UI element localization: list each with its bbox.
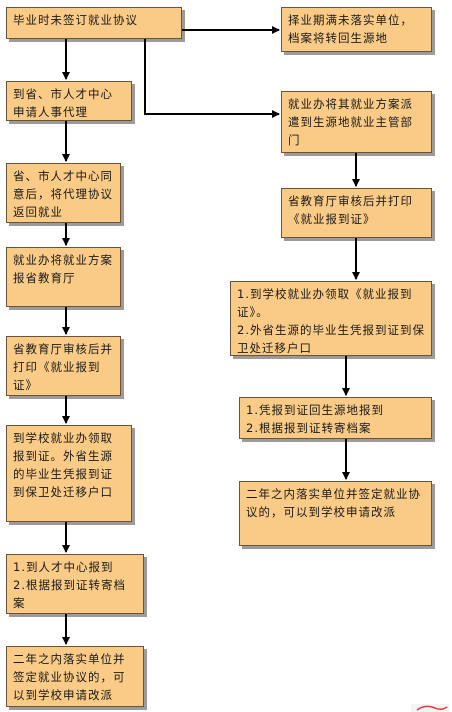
step-text: 1.到人才中心报到 2.根据报到证转寄档案 xyxy=(13,560,126,610)
step-box-reassign-right: 二年之内落实单位并签定就业协议的，可以到学校申请改派 xyxy=(239,481,432,546)
step-text: 1.凭报到证回生源地报到 2.根据报到证转寄档案 xyxy=(246,403,384,435)
watermark-logo xyxy=(411,704,449,712)
step-text: 就业办将就业方案报省教育厅 xyxy=(13,253,113,285)
step-box-unsigned: 毕业时未签订就业协议 xyxy=(6,7,182,39)
step-box-collect-certificate-right: 1.到学校就业办领取《就业报到证》。 2.外省生源的毕业生凭报到证到保卫处迁移户… xyxy=(230,281,432,356)
step-box-deadline-expired: 择业期满未落实单位，档案将转回生源地 xyxy=(281,7,432,52)
step-text: 1.到学校就业办领取《就业报到证》。 2.外省生源的毕业生凭报到证到保卫处迁移户… xyxy=(237,287,425,355)
step-text: 毕业时未签订就业协议 xyxy=(13,13,138,27)
step-box-report-talent-center: 1.到人才中心报到 2.根据报到证转寄档案 xyxy=(6,554,144,614)
step-box-dispatch-origin: 就业办将其就业方案派遣到生源地就业主管部门 xyxy=(281,91,432,153)
step-text: 择业期满未落实单位，档案将转回生源地 xyxy=(288,13,413,45)
step-box-print-certificate-right: 省教育厅审核后并打印《就业报到证》 xyxy=(281,188,432,238)
step-box-print-certificate: 省教育厅审核后并打印《就业报到证》 xyxy=(6,336,121,396)
step-box-agency-approve: 省、市人才中心同意后，将代理协议返回就业 xyxy=(6,163,121,223)
step-box-report-education-dept: 就业办将就业方案报省教育厅 xyxy=(6,247,121,307)
step-box-reassign-left: 二年之内落实单位并签定就业协议的，可以到学校申请改派 xyxy=(6,646,144,707)
arrow-l1-r2 xyxy=(144,39,280,118)
step-text: 二年之内落实单位并签定就业协议的，可以到学校申请改派 xyxy=(246,487,421,519)
step-text: 二年之内落实单位并签定就业协议的，可以到学校申请改派 xyxy=(13,652,126,702)
step-text: 省、市人才中心同意后，将代理协议返回就业 xyxy=(13,169,113,219)
step-text: 到省、市人才中心申请人事代理 xyxy=(13,87,113,119)
step-box-report-origin: 1.凭报到证回生源地报到 2.根据报到证转寄档案 xyxy=(239,397,432,439)
step-text: 省教育厅审核后并打印《就业报到证》 xyxy=(13,342,113,392)
step-text: 到学校就业办领取报到证。外省生源的毕业生凭报到证到保卫处迁移户口 xyxy=(13,431,113,499)
step-text: 省教育厅审核后并打印《就业报到证》 xyxy=(288,194,413,226)
step-text: 就业办将其就业方案派遣到生源地就业主管部门 xyxy=(288,97,413,147)
step-box-collect-certificate: 到学校就业办领取报到证。外省生源的毕业生凭报到证到保卫处迁移户口 xyxy=(6,425,132,522)
step-box-apply-agency: 到省、市人才中心申请人事代理 xyxy=(6,81,132,121)
